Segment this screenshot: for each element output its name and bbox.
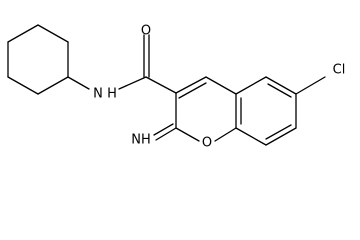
bond [178,82,207,99]
bond [37,76,69,95]
imine-label: NH [131,133,151,148]
chlorine-label: Cl [333,63,346,78]
bond [145,76,177,94]
bond [155,127,177,141]
bond [7,24,39,43]
bond [67,76,90,90]
bond [235,76,267,95]
benzene-ring [235,76,326,146]
bond [175,76,207,94]
bond [205,76,237,95]
cyclohexane-ring [7,24,69,95]
carbonyl-oxygen-label: O [141,24,151,39]
bond [118,76,147,90]
bond [265,124,292,140]
bond [175,127,200,142]
chromene-ring [153,76,237,142]
amide-n-label: N [93,87,103,102]
amide-nh-label: N H [93,87,117,102]
bond [214,127,237,142]
bond [153,123,174,136]
bond [265,127,297,146]
bond [295,76,326,95]
bond [265,76,297,95]
bond [267,83,292,98]
amide-h-label: H [107,87,117,102]
bond [7,76,39,95]
ring-oxygen-label: O [202,136,212,151]
structure-svg: O N H Cl NH O [7,24,346,151]
amide-group [67,34,177,94]
molecule-diagram: O N H Cl NH O [7,24,346,151]
bond [235,127,267,146]
bond [37,24,69,43]
